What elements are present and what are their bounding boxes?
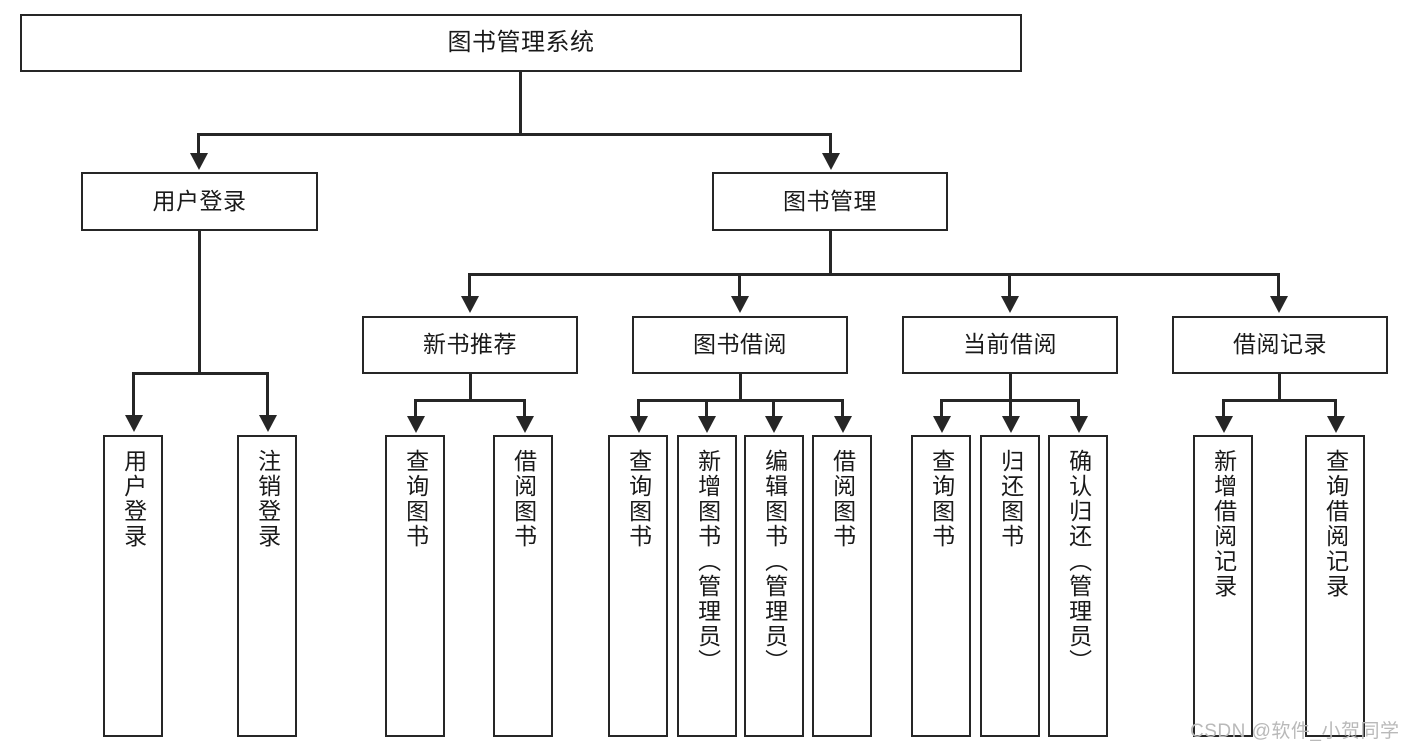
arrowhead-leaf-add-borrow-record: [1215, 416, 1233, 433]
arrowhead-leaf-add-book: [698, 416, 716, 433]
node-leaf-borrow-book-2[interactable]: 借阅图书: [812, 435, 872, 737]
arrowhead-leaf-query-book-2: [630, 416, 648, 433]
node-root-system[interactable]: 图书管理系统: [20, 14, 1022, 72]
connector-root-bus: [197, 133, 831, 136]
connector-bb-3: [772, 399, 775, 418]
arrowhead-book-manage: [822, 153, 840, 170]
node-label: 借阅记录: [1233, 331, 1327, 358]
node-label: 用户登录: [152, 187, 247, 214]
node-label: 借阅图书: [510, 449, 537, 549]
arrowhead-leaf-logout-login: [259, 415, 277, 432]
node-label: 图书借阅: [693, 331, 787, 358]
connector-bb-2: [705, 399, 708, 418]
connector-new-book-recommend-bus: [414, 399, 526, 402]
connector-new-book-recommend-stem: [469, 374, 472, 402]
arrowhead-user-login: [190, 153, 208, 170]
arrowhead-new-book-recommend: [461, 296, 479, 313]
node-label: 图书管理: [783, 187, 877, 214]
connector-borrow-record-bus: [1222, 399, 1337, 402]
node-label: 查询图书: [928, 449, 955, 549]
connector-current-borrow-stem: [1009, 374, 1012, 402]
arrowhead-book-borrow: [731, 296, 749, 313]
node-user-login[interactable]: 用户登录: [81, 172, 318, 231]
node-leaf-confirm-return[interactable]: 确认归还（管理员）: [1048, 435, 1108, 737]
node-label: 注销登录: [254, 449, 281, 549]
node-label: 查询图书: [402, 449, 429, 549]
arrowhead-leaf-confirm-return: [1070, 416, 1088, 433]
connector-bb-4: [841, 399, 844, 418]
arrowhead-leaf-edit-book: [765, 416, 783, 433]
node-label: 确认归还（管理员）: [1065, 449, 1092, 674]
node-leaf-query-borrow-record[interactable]: 查询借阅记录: [1305, 435, 1365, 737]
node-label: 查询图书: [625, 449, 652, 549]
connector-book-borrow-stem: [739, 374, 742, 402]
connector-bb-1: [637, 399, 640, 418]
connector-borrow-record-stem: [1278, 374, 1281, 402]
connector-nbr-right: [523, 399, 526, 418]
connector-to-book-borrow: [738, 273, 741, 298]
connector-book-borrow-bus: [637, 399, 844, 402]
node-leaf-add-borrow-record[interactable]: 新增借阅记录: [1193, 435, 1253, 737]
arrowhead-leaf-query-book-3: [933, 416, 951, 433]
connector-to-new-book-recommend: [468, 273, 471, 298]
arrowhead-leaf-query-borrow-record: [1327, 416, 1345, 433]
node-label: 归还图书: [997, 449, 1024, 549]
connector-br-right: [1334, 399, 1337, 418]
connector-to-borrow-record: [1277, 273, 1280, 298]
node-book-borrow[interactable]: 图书借阅: [632, 316, 848, 374]
connector-user-login-bus: [132, 372, 269, 375]
connector-root-stem: [519, 72, 522, 135]
arrowhead-leaf-return-book: [1002, 416, 1020, 433]
node-new-book-recommend[interactable]: 新书推荐: [362, 316, 578, 374]
node-leaf-logout-login[interactable]: 注销登录: [237, 435, 297, 737]
node-label: 新增借阅记录: [1210, 449, 1237, 599]
node-borrow-record[interactable]: 借阅记录: [1172, 316, 1388, 374]
node-label: 编辑图书（管理员）: [761, 449, 788, 674]
connector-br-left: [1222, 399, 1225, 418]
node-label: 借阅图书: [829, 449, 856, 549]
node-leaf-query-book-2[interactable]: 查询图书: [608, 435, 668, 737]
connector-root-to-book-manage: [829, 133, 832, 155]
node-label: 新书推荐: [423, 331, 517, 358]
connector-cb-1: [940, 399, 943, 418]
arrowhead-leaf-query-book-1: [407, 416, 425, 433]
node-label: 新增图书（管理员）: [694, 449, 721, 674]
node-leaf-query-book-1[interactable]: 查询图书: [385, 435, 445, 737]
connector-nbr-left: [414, 399, 417, 418]
arrowhead-leaf-borrow-book-1: [516, 416, 534, 433]
arrowhead-current-borrow: [1001, 296, 1019, 313]
arrowhead-leaf-user-login: [125, 415, 143, 432]
arrowhead-leaf-borrow-book-2: [834, 416, 852, 433]
node-leaf-borrow-book-1[interactable]: 借阅图书: [493, 435, 553, 737]
node-leaf-add-book[interactable]: 新增图书（管理员）: [677, 435, 737, 737]
node-label: 图书管理系统: [447, 28, 595, 56]
connector-to-current-borrow: [1008, 273, 1011, 298]
connector-root-to-user-login: [197, 133, 200, 155]
node-label: 用户登录: [120, 449, 147, 549]
connector-book-manage-bus: [468, 273, 1280, 276]
connector-user-login-right: [266, 372, 269, 417]
node-current-borrow[interactable]: 当前借阅: [902, 316, 1118, 374]
node-leaf-edit-book[interactable]: 编辑图书（管理员）: [744, 435, 804, 737]
arrowhead-borrow-record: [1270, 296, 1288, 313]
node-label: 查询借阅记录: [1322, 449, 1349, 599]
node-leaf-query-book-3[interactable]: 查询图书: [911, 435, 971, 737]
node-book-manage[interactable]: 图书管理: [712, 172, 948, 231]
connector-user-login-stem: [198, 231, 201, 375]
connector-cb-3: [1077, 399, 1080, 418]
connector-user-login-left: [132, 372, 135, 417]
connector-cb-2: [1009, 399, 1012, 418]
node-leaf-user-login[interactable]: 用户登录: [103, 435, 163, 737]
node-leaf-return-book[interactable]: 归还图书: [980, 435, 1040, 737]
node-label: 当前借阅: [963, 331, 1057, 358]
connector-book-manage-stem: [829, 231, 832, 276]
